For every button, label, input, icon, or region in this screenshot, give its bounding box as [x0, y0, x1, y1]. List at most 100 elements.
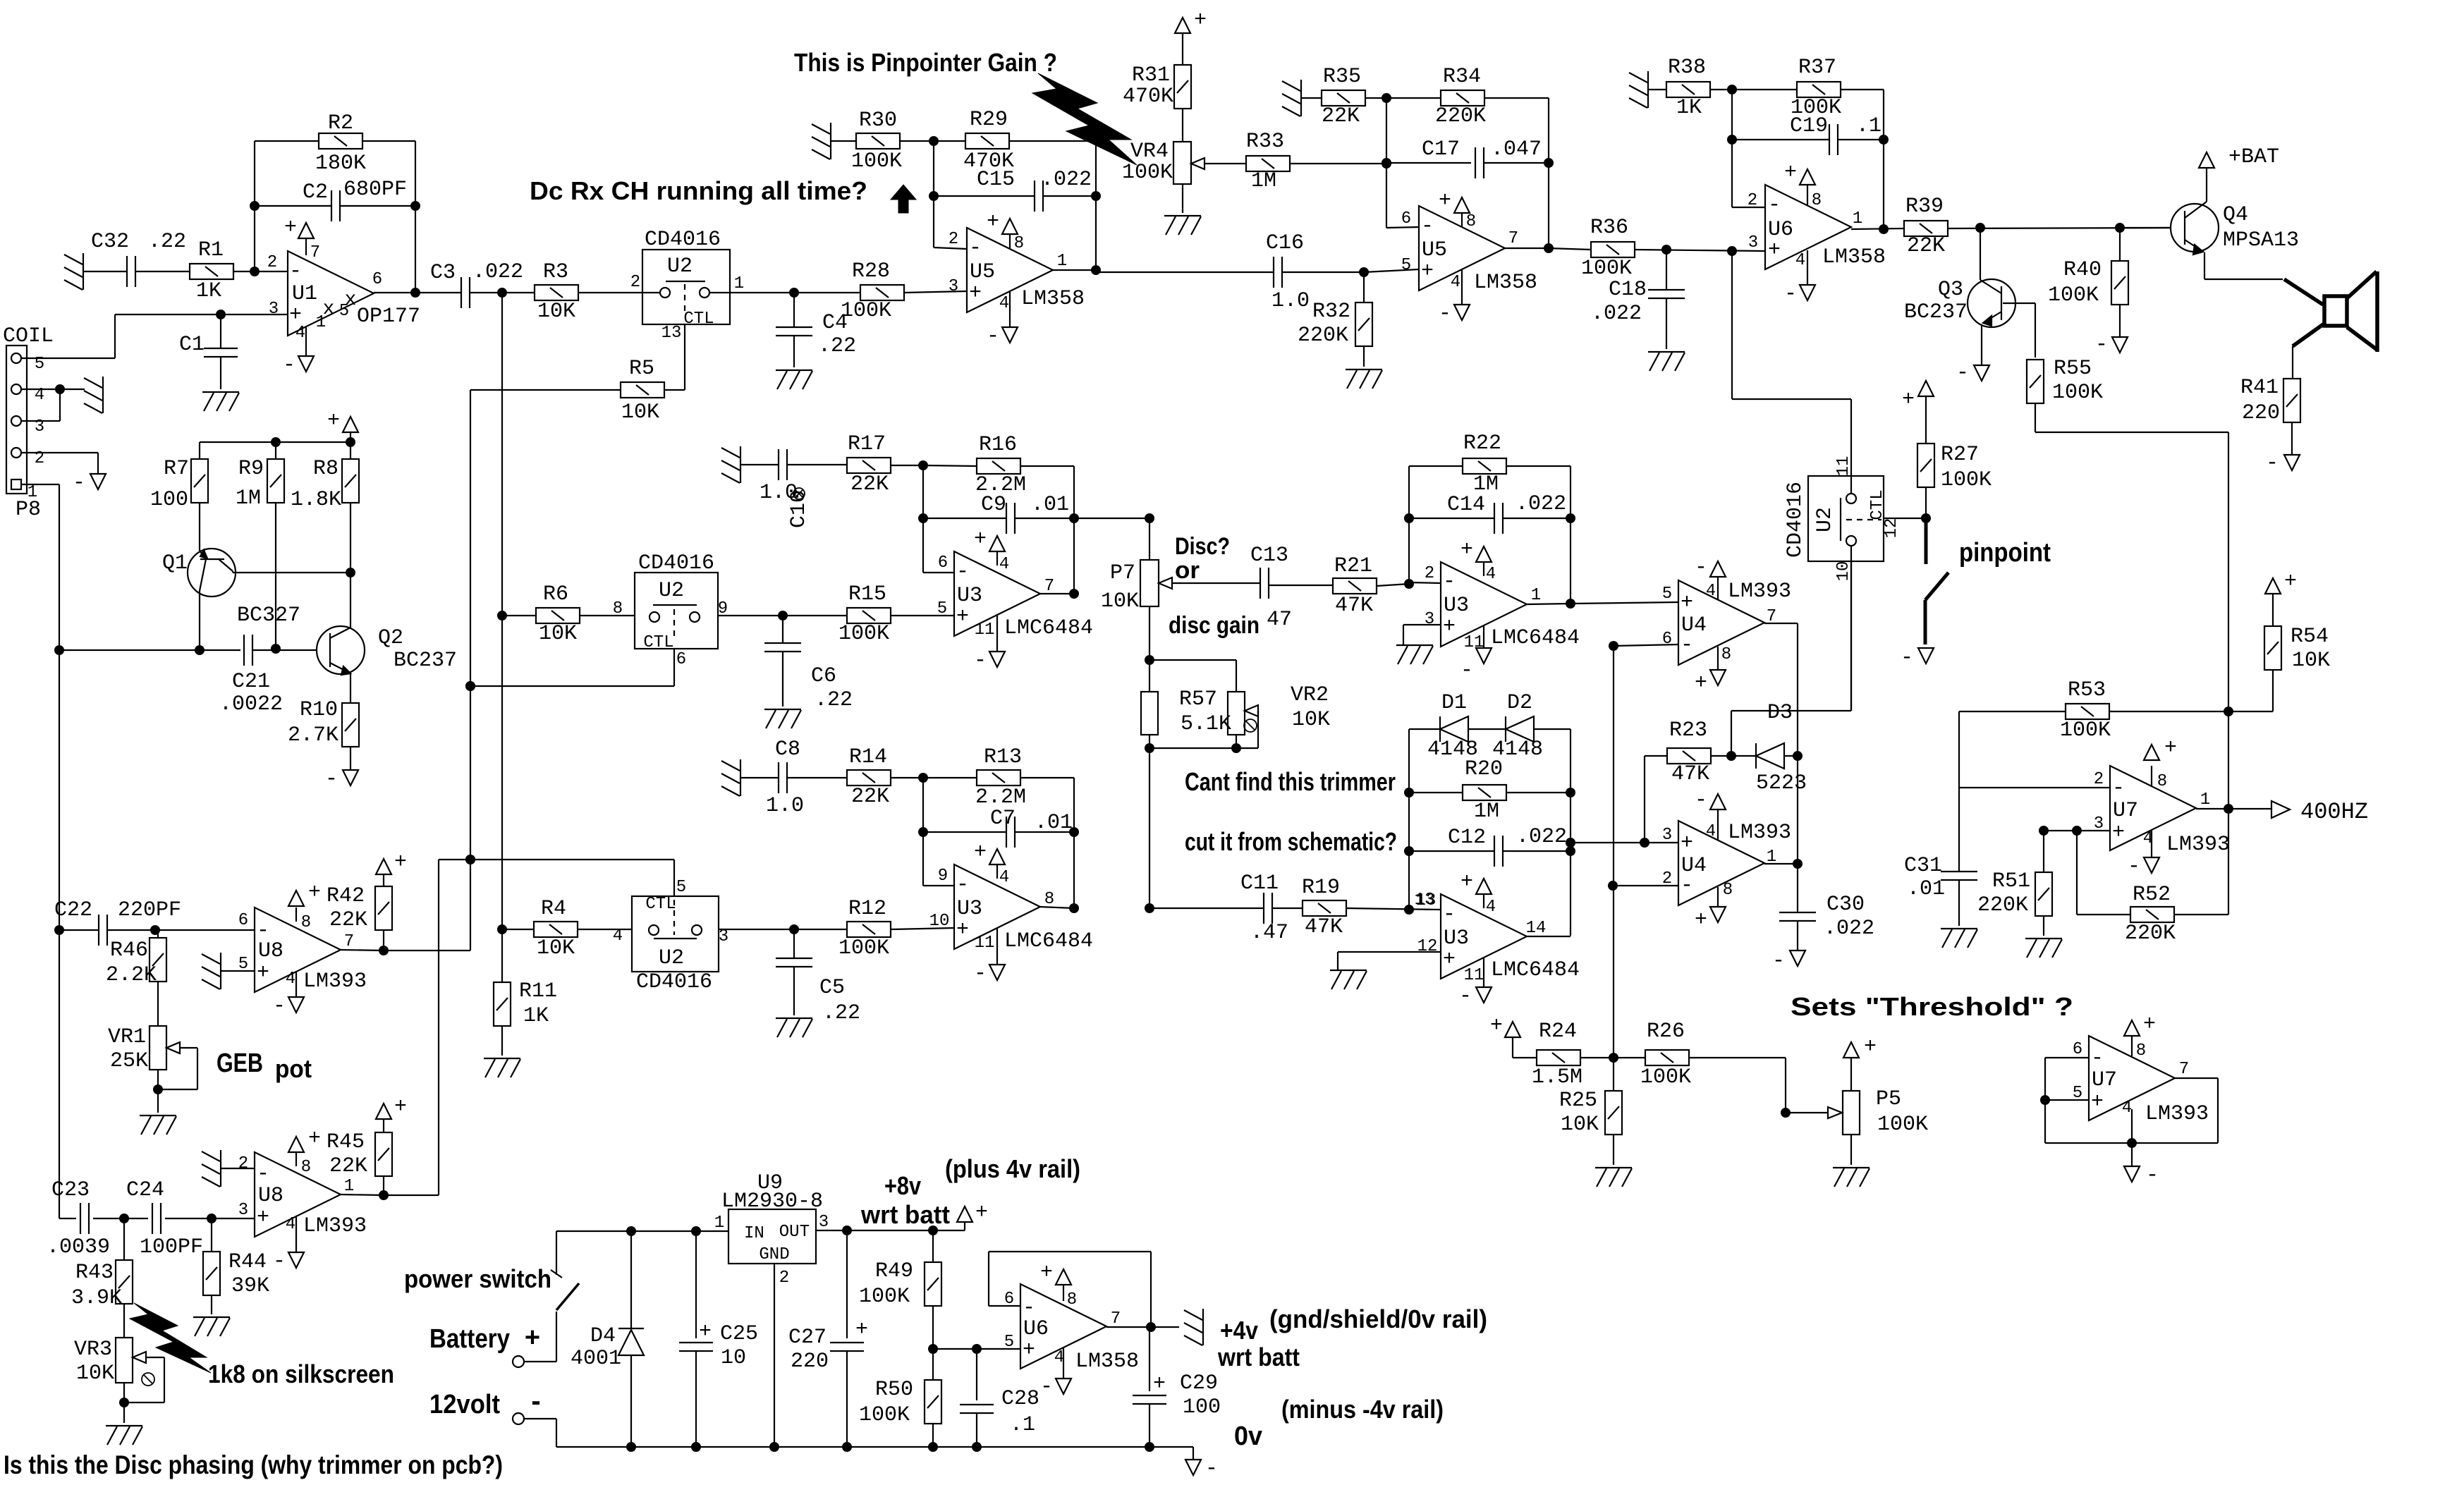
svg-text:U5: U5	[970, 260, 995, 284]
svg-text:22K: 22K	[329, 908, 367, 932]
svg-text:x: x	[345, 289, 357, 311]
svg-text:3: 3	[1662, 826, 1672, 845]
svg-text:R14: R14	[849, 745, 887, 769]
svg-text:+: +	[1439, 189, 1451, 213]
svg-text:disc gain: disc gain	[1169, 612, 1260, 639]
svg-text:1: 1	[1853, 209, 1862, 228]
svg-text:+: +	[956, 605, 969, 629]
svg-text:100K: 100K	[2048, 283, 2099, 307]
svg-text:Q3: Q3	[1938, 278, 1963, 302]
svg-text:10K: 10K	[1292, 708, 1330, 732]
svg-text:6: 6	[938, 554, 948, 573]
svg-text:+: +	[1153, 1372, 1166, 1396]
svg-text:R54: R54	[2291, 625, 2329, 649]
svg-text:10K: 10K	[76, 1362, 114, 1386]
svg-text:R53: R53	[2068, 678, 2106, 702]
svg-text:1: 1	[714, 1214, 724, 1233]
svg-text:pinpoint: pinpoint	[1959, 538, 2051, 568]
svg-text:C15: C15	[977, 168, 1015, 192]
svg-text:Q1: Q1	[162, 551, 188, 575]
svg-text:-: -	[1901, 646, 1913, 670]
svg-text:10K: 10K	[1101, 589, 1139, 613]
svg-text:VR4: VR4	[1130, 140, 1169, 164]
svg-text:22K: 22K	[1322, 104, 1360, 128]
svg-text:R25: R25	[1559, 1089, 1597, 1113]
svg-text:+: +	[1040, 1261, 1053, 1285]
svg-text:+: +	[1443, 948, 1456, 972]
svg-text:C8: C8	[775, 738, 800, 762]
svg-text:U2: U2	[659, 579, 684, 603]
svg-text:U3: U3	[1444, 594, 1469, 618]
svg-text:-: -	[1695, 788, 1707, 812]
svg-text:R5: R5	[629, 357, 654, 381]
svg-text:+: +	[1460, 538, 1473, 562]
svg-text:3: 3	[949, 277, 958, 296]
svg-text:+: +	[1421, 259, 1434, 283]
svg-text:C14: C14	[1447, 493, 1485, 517]
svg-text:3: 3	[719, 927, 728, 946]
svg-text:R17: R17	[848, 432, 886, 456]
svg-text:CTL: CTL	[643, 633, 673, 652]
svg-text:+: +	[975, 1201, 988, 1225]
svg-text:R40: R40	[2063, 258, 2102, 282]
svg-text:(gnd/shield/0v rail): (gnd/shield/0v rail)	[1269, 1304, 1487, 1333]
svg-text:10: 10	[1834, 561, 1853, 582]
svg-text:.22: .22	[148, 230, 186, 254]
svg-text:R11: R11	[519, 979, 557, 1003]
svg-text:10K: 10K	[537, 300, 575, 324]
svg-text:R19: R19	[1302, 876, 1340, 900]
svg-text:12: 12	[1882, 518, 1901, 539]
svg-text:.047: .047	[1491, 138, 1542, 161]
svg-text:D1: D1	[1441, 691, 1467, 715]
svg-text:R7: R7	[164, 457, 189, 481]
svg-text:+8v: +8v	[884, 1171, 921, 1200]
svg-text:1K: 1K	[1676, 96, 1702, 120]
svg-text:LM358: LM358	[1822, 245, 1886, 269]
svg-text:.47: .47	[1250, 921, 1288, 945]
svg-text:2: 2	[1662, 869, 1672, 888]
svg-text:Dc Rx CH running all time?: Dc Rx CH running all time?	[530, 176, 867, 205]
svg-text:R33: R33	[1246, 130, 1284, 154]
svg-text:+: +	[394, 1095, 407, 1119]
svg-text:+: +	[699, 1320, 712, 1344]
svg-text:R46: R46	[110, 939, 148, 963]
svg-text:P5: P5	[1876, 1087, 1901, 1111]
svg-text:220PF: 220PF	[118, 898, 181, 922]
svg-text:3: 3	[1425, 610, 1434, 629]
svg-text:LM2930-8: LM2930-8	[721, 1190, 823, 1214]
svg-text:100K: 100K	[838, 622, 889, 646]
svg-text:wrt batt: wrt batt	[860, 1200, 950, 1229]
svg-text:+4v: +4v	[1220, 1316, 1258, 1345]
svg-text:R9: R9	[238, 457, 264, 481]
svg-text:+: +	[284, 216, 297, 240]
svg-text:R16: R16	[979, 433, 1017, 457]
svg-text:11: 11	[1834, 456, 1853, 477]
svg-text:7: 7	[1508, 229, 1518, 248]
svg-text:R55: R55	[2054, 357, 2092, 381]
svg-text:8: 8	[1014, 234, 1024, 253]
svg-text:1: 1	[1767, 848, 1776, 867]
svg-text:6: 6	[1662, 630, 1672, 649]
svg-text:R1: R1	[198, 238, 224, 262]
svg-text:1K: 1K	[523, 1004, 549, 1028]
svg-text:LMC6484: LMC6484	[1004, 929, 1093, 953]
svg-text:C13: C13	[1250, 544, 1288, 568]
svg-text:R28: R28	[852, 259, 890, 283]
svg-text:-: -	[956, 560, 969, 584]
svg-text:C7: C7	[990, 807, 1016, 831]
svg-text:C32: C32	[91, 230, 129, 254]
svg-text:-: -	[73, 471, 85, 495]
svg-text:12: 12	[1417, 937, 1438, 956]
svg-text:2.2M: 2.2M	[975, 473, 1026, 497]
svg-text:+: +	[974, 841, 987, 864]
svg-text:R2: R2	[328, 111, 353, 135]
svg-text:-: -	[1040, 1375, 1053, 1399]
svg-text:8: 8	[2157, 772, 2167, 791]
svg-text:2.7K: 2.7K	[288, 723, 339, 747]
svg-text:2: 2	[1425, 564, 1434, 583]
svg-text:.0022: .0022	[219, 692, 283, 716]
svg-text:+: +	[394, 850, 407, 874]
svg-text:8: 8	[1067, 1290, 1077, 1309]
svg-text:22K: 22K	[1907, 234, 1945, 258]
svg-text:R20: R20	[1465, 757, 1503, 781]
